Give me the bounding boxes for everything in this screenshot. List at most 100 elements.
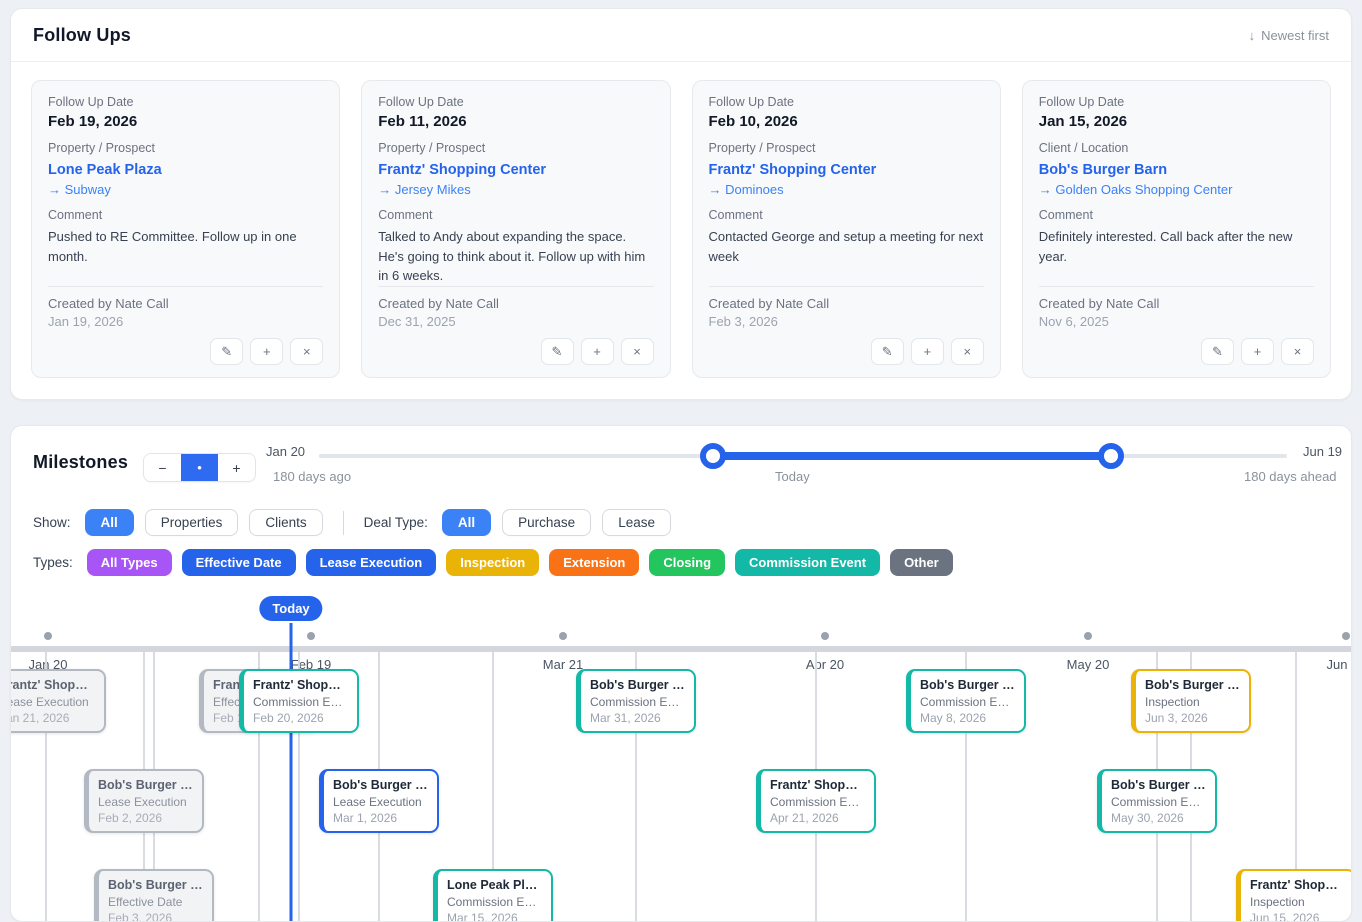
close-icon: × xyxy=(963,344,972,359)
entity-link[interactable]: Frantz' Shopping Center xyxy=(378,162,547,178)
zoom-current-button[interactable]: • xyxy=(181,454,218,481)
slider-start-date: Jan 20 xyxy=(266,444,306,459)
milestone-card[interactable]: Frantz' Shopping CenterCommission EventA… xyxy=(756,769,876,833)
follow-up-date: Feb 11, 2026 xyxy=(378,113,467,130)
type-filter-extension[interactable]: Extension xyxy=(549,549,640,576)
dismiss-button[interactable]: × xyxy=(1281,338,1314,365)
milestone-title: Bob's Burger Barn xyxy=(1111,778,1206,792)
sort-label: Newest first xyxy=(1261,28,1329,43)
timeline-zoom-control: − • + xyxy=(143,453,256,482)
connector-line xyxy=(965,652,967,921)
show-filter-all[interactable]: All xyxy=(84,509,134,536)
type-filter-commission-event[interactable]: Commission Event xyxy=(735,549,881,576)
entity-link[interactable]: Frantz' Shopping Center xyxy=(708,162,877,178)
sub-entity-link[interactable]: → Dominoes xyxy=(708,182,784,197)
range-slider-selection xyxy=(713,452,1111,460)
show-filter-properties[interactable]: Properties xyxy=(144,509,239,536)
milestone-title: Bob's Burger Barn xyxy=(1145,678,1240,692)
card-actions: ✎ + × xyxy=(1039,338,1314,365)
range-slider-left-handle[interactable] xyxy=(700,443,726,469)
close-icon: × xyxy=(302,344,311,359)
milestone-date: Feb 3, 2026 xyxy=(108,911,173,922)
deal-type-filter-all[interactable]: All xyxy=(441,509,492,536)
type-filter-effective-date[interactable]: Effective Date xyxy=(181,549,296,576)
milestone-title: Frantz' Shopping Center xyxy=(1250,878,1345,892)
add-button[interactable]: + xyxy=(910,338,944,365)
edit-button[interactable]: ✎ xyxy=(870,338,904,365)
connector-line xyxy=(635,652,637,921)
card-actions: ✎ + × xyxy=(48,338,324,365)
created-date: Dec 31, 2025 xyxy=(378,314,456,329)
sub-entity-link[interactable]: → Subway xyxy=(48,182,111,197)
milestone-card[interactable]: Bob's Burger BarnInspectionJun 3, 2026 xyxy=(1131,669,1251,733)
deal-type-filter-lease[interactable]: Lease xyxy=(602,509,671,536)
milestone-type: Lease Execution xyxy=(98,795,187,809)
milestones-panel: Milestones − • + Jan 20 180 days ago Tod… xyxy=(10,425,1352,922)
show-filter-label: Show: xyxy=(33,515,71,530)
milestone-date: Feb 2, 2026 xyxy=(98,811,163,825)
follow-up-date: Jan 15, 2026 xyxy=(1038,113,1128,130)
milestone-card[interactable]: Frantz' Shopping CenterLease ExecutionJa… xyxy=(11,669,106,733)
follow-up-date-label: Follow Up Date xyxy=(48,95,134,109)
deal-type-filter-purchase[interactable]: Purchase xyxy=(502,509,592,536)
edit-button[interactable]: ✎ xyxy=(1201,338,1234,365)
milestone-title: Bob's Burger Barn xyxy=(333,778,428,792)
milestone-type: Commission Event xyxy=(447,895,542,909)
milestone-title: Bob's Burger Barn xyxy=(108,878,203,892)
dismiss-button[interactable]: × xyxy=(620,338,654,365)
today-badge[interactable]: Today xyxy=(259,596,323,621)
sub-entity-link[interactable]: → Jersey Mikes xyxy=(378,182,471,197)
dismiss-button[interactable]: × xyxy=(290,338,324,365)
show-filter-clients[interactable]: Clients xyxy=(249,509,323,536)
add-button[interactable]: + xyxy=(250,338,284,365)
type-filter-inspection[interactable]: Inspection xyxy=(446,549,540,576)
milestone-date: Mar 1, 2026 xyxy=(333,811,398,825)
type-filter-all-types[interactable]: All Types xyxy=(86,549,172,576)
follow-up-date-label: Follow Up Date xyxy=(1038,95,1125,109)
dismiss-button[interactable]: × xyxy=(950,338,984,365)
entity-link[interactable]: Lone Peak Plaza xyxy=(48,162,162,178)
arrow-down-icon: ↓ xyxy=(1248,28,1256,43)
created-by: Created by Nate Call xyxy=(48,296,169,311)
type-filter-closing[interactable]: Closing xyxy=(649,549,726,576)
range-slider-right-handle[interactable] xyxy=(1098,443,1124,469)
milestone-type: Commission Event xyxy=(590,695,685,709)
comment-label: Comment xyxy=(1038,208,1093,222)
milestone-card[interactable]: Frantz' Shopping CenterInspectionJun 15,… xyxy=(1236,869,1351,921)
close-icon: × xyxy=(633,344,641,359)
zoom-in-button[interactable]: + xyxy=(218,454,255,481)
filter-divider xyxy=(342,510,344,535)
add-button[interactable]: + xyxy=(1241,338,1274,365)
follow-up-card: Follow Up Date Jan 15, 2026 Client / Loc… xyxy=(1021,80,1331,378)
type-filter-lease-execution[interactable]: Lease Execution xyxy=(305,549,437,576)
sort-newest-first-button[interactable]: ↓ Newest first xyxy=(1249,28,1329,43)
timeline-tick-label: Mar 21 xyxy=(542,657,584,672)
milestone-date: Mar 15, 2026 xyxy=(447,911,518,922)
sub-entity-link[interactable]: → Golden Oaks Shopping Center xyxy=(1038,182,1233,197)
timeline-tick-label: Jun 19 xyxy=(1326,657,1351,672)
follow-up-date-label: Follow Up Date xyxy=(708,95,794,109)
zoom-out-button[interactable]: − xyxy=(144,454,181,481)
card-footer: Created by Nate Call Feb 3, 2026 ✎ + × xyxy=(708,286,984,365)
entity-link[interactable]: Bob's Burger Barn xyxy=(1038,162,1168,178)
plus-icon: + xyxy=(262,344,271,359)
entity-label: Property / Prospect xyxy=(378,141,486,155)
today-line xyxy=(289,623,293,921)
edit-button[interactable]: ✎ xyxy=(210,338,244,365)
add-button[interactable]: + xyxy=(580,338,614,365)
edit-button[interactable]: ✎ xyxy=(540,338,574,365)
timeline-tick-label: Apr 20 xyxy=(805,657,845,672)
milestone-card[interactable]: Frantz' Shopping CenterCommission EventF… xyxy=(239,669,359,733)
milestone-type: Lease Execution xyxy=(333,795,422,809)
type-filter-other[interactable]: Other xyxy=(890,549,953,576)
connector-line xyxy=(45,652,47,921)
